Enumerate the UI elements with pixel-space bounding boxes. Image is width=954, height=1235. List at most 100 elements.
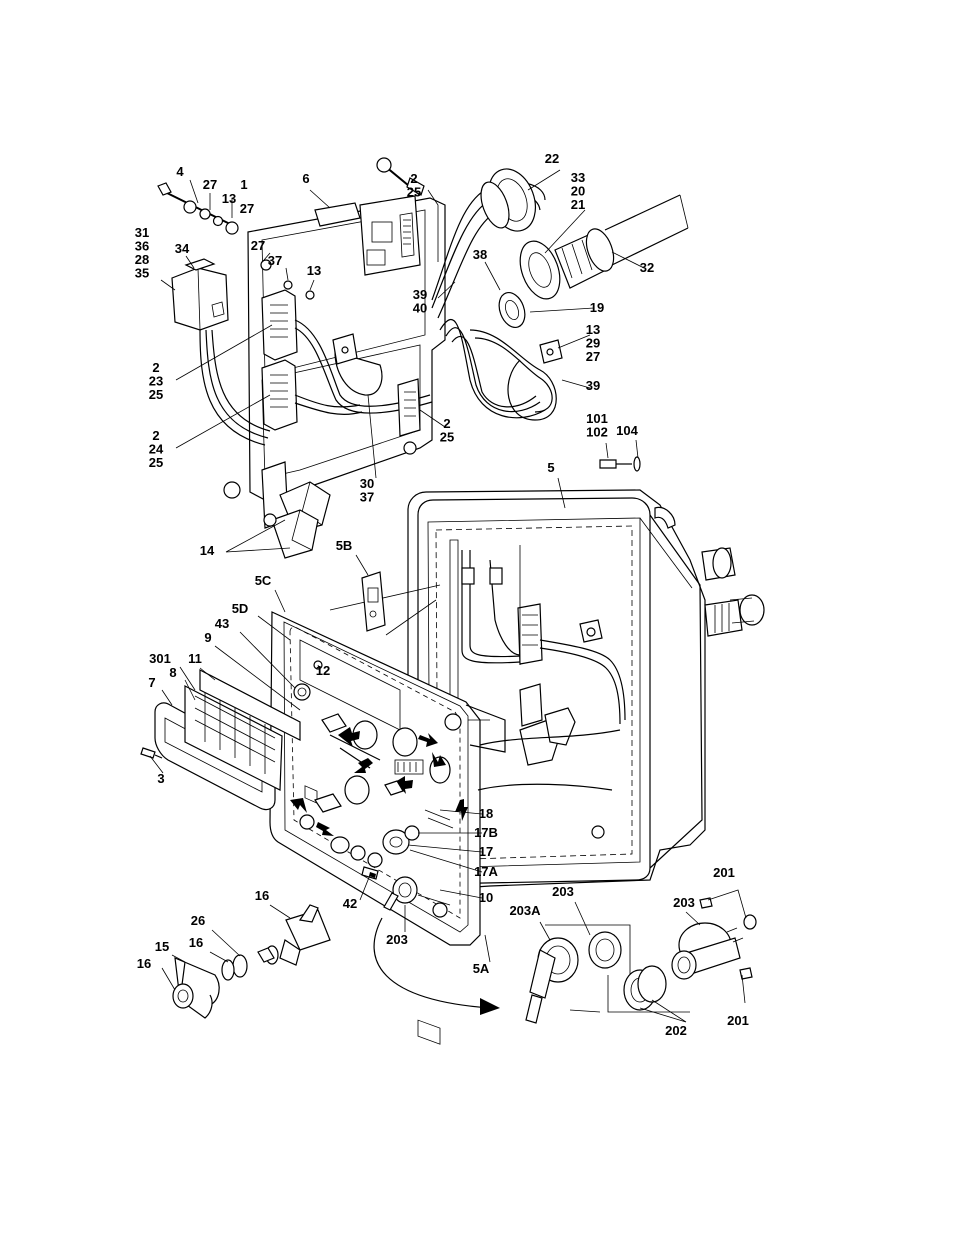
callout-line: 101: [586, 411, 608, 426]
callout-c37: 7: [148, 675, 155, 690]
callout-line: 201: [713, 865, 735, 880]
callout-line: 104: [616, 423, 638, 438]
callout-line: 20: [571, 184, 585, 199]
window-assembly: [140, 669, 301, 811]
callout-line: 19: [590, 300, 604, 315]
callout-line: 33: [571, 170, 585, 185]
callout-line: 30: [360, 476, 374, 491]
callout-line: 5: [547, 460, 554, 475]
callout-line: 5B: [336, 538, 353, 553]
callout-c11: 34: [175, 241, 190, 256]
front-panel-assembly: [269, 611, 621, 1045]
callout-c41: 17B: [474, 825, 498, 840]
bracket-5b: [361, 571, 386, 632]
callout-line: 34: [175, 241, 190, 256]
callout-c29: 5B: [336, 538, 353, 553]
callout-line: 4: [176, 164, 184, 179]
callout-c47: 16: [255, 888, 269, 903]
callout-c55: 203: [673, 895, 695, 910]
callout-c39: 3: [157, 771, 164, 786]
callout-line: 203: [552, 884, 574, 899]
callout-line: 102: [586, 425, 608, 440]
callout-c4: 13: [222, 191, 236, 206]
callout-line: 2: [410, 171, 417, 186]
callout-c12: 27: [251, 238, 265, 253]
callout-c54: 203A: [509, 903, 541, 918]
callout-line: 37: [360, 490, 374, 505]
callout-line: 21: [571, 197, 585, 212]
callout-line: 35: [135, 266, 149, 281]
callout-c46: 203: [386, 932, 408, 947]
callout-c40: 18: [479, 806, 493, 821]
callout-line: 13: [307, 263, 321, 278]
callout-c15: 38: [473, 247, 487, 262]
harness-bracket-assembly: [157, 157, 689, 559]
callout-line: 17A: [474, 864, 498, 879]
callout-line: 5C: [255, 573, 272, 588]
callout-line: 10: [479, 890, 493, 905]
callout-c5: 27: [240, 201, 254, 216]
callout-line: 17B: [474, 825, 498, 840]
callout-c56: 201: [713, 865, 735, 880]
callout-line: 14: [200, 543, 215, 558]
callout-line: 31: [135, 225, 149, 240]
callout-line: 29: [586, 336, 600, 351]
callout-line: 25: [149, 387, 163, 402]
callout-line: 40: [413, 301, 427, 316]
callout-line: 23: [149, 374, 163, 389]
callout-c13: 37: [268, 253, 282, 268]
callout-line: 39: [586, 378, 600, 393]
toggle-switch-assembly: [172, 904, 331, 1019]
callout-line: 27: [251, 238, 265, 253]
alignment-lines: [329, 584, 490, 721]
callout-line: 28: [135, 252, 149, 267]
callout-c38: 12: [316, 663, 330, 678]
callout-line: 32: [640, 260, 654, 275]
callout-c52: 5A: [473, 961, 490, 976]
callout-line: 11: [188, 651, 202, 666]
callout-line: 37: [268, 253, 282, 268]
callout-line: 5D: [232, 601, 249, 616]
callout-line: 42: [343, 896, 357, 911]
switch-knobs: [290, 713, 468, 836]
callout-line: 25: [149, 455, 163, 470]
callout-c1: 4: [176, 164, 184, 179]
callout-line: 26: [191, 913, 205, 928]
callout-c18: 19: [590, 300, 604, 315]
callout-line: 25: [440, 430, 454, 445]
callout-line: 6: [302, 171, 309, 186]
callout-c58: 201: [727, 1013, 749, 1028]
callout-line: 2: [152, 360, 159, 375]
callout-c49: 16: [189, 935, 203, 950]
callout-c2: 27: [203, 177, 217, 192]
callout-c16: 32: [640, 260, 654, 275]
callout-line: 301: [149, 651, 171, 666]
callout-c53: 203: [552, 884, 574, 899]
callout-line: 5A: [473, 961, 490, 976]
callout-line: 25: [407, 185, 421, 200]
callout-line: 13: [222, 191, 236, 206]
callout-line: 2: [152, 428, 159, 443]
callout-line: 2: [443, 416, 450, 431]
callout-c57: 202: [665, 1023, 687, 1038]
leader-lines: [149, 169, 701, 1023]
callout-line: 27: [203, 177, 217, 192]
callout-line: 27: [240, 201, 254, 216]
callout-c34: 301: [149, 651, 171, 666]
callout-line: 9: [204, 630, 211, 645]
callout-line: 16: [137, 956, 151, 971]
callout-line: 17: [479, 844, 493, 859]
callout-c23: 104: [616, 423, 638, 438]
callout-c42: 17: [479, 844, 493, 859]
callout-c50: 15: [155, 939, 169, 954]
key-switch-detail: [373, 889, 757, 1024]
callout-line: 202: [665, 1023, 687, 1038]
